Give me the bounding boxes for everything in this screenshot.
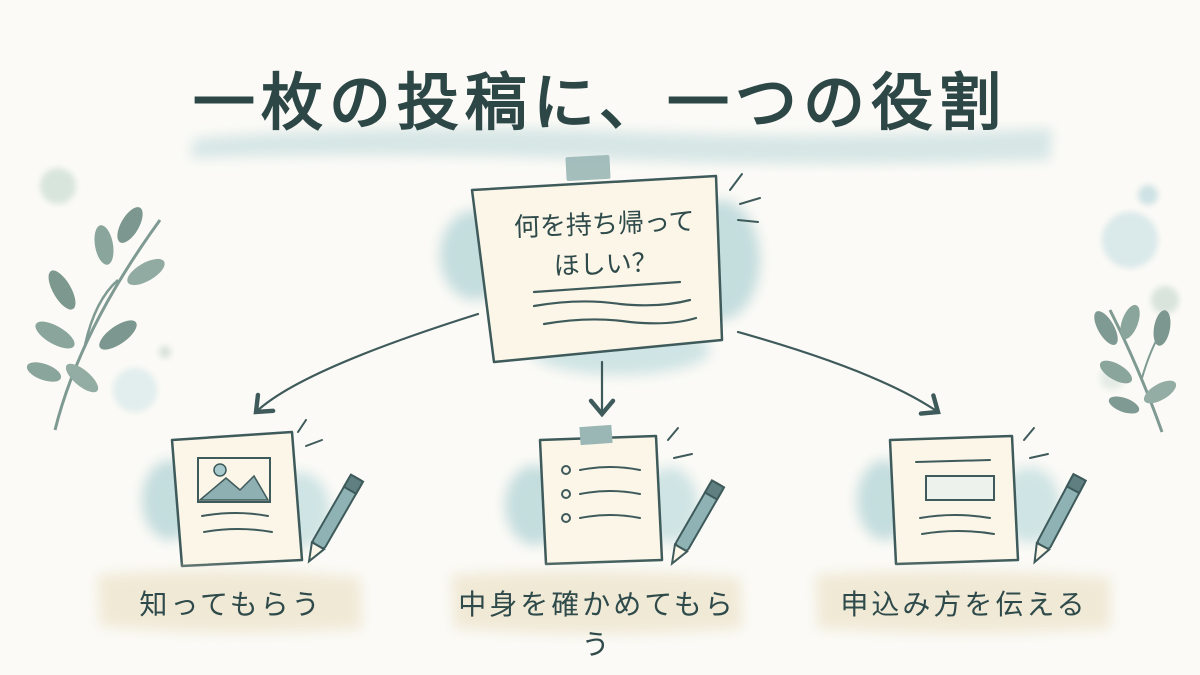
role-label-application: 申込み方を伝える bbox=[840, 588, 1088, 621]
page-title: 一枚の投稿に、一つの役割 bbox=[192, 66, 1008, 139]
role-label-awareness: 知ってもらう bbox=[139, 588, 323, 621]
role-label-contents: 中身を確かめてもらう bbox=[458, 588, 736, 661]
connector-arrows bbox=[253, 312, 941, 418]
role-card-application bbox=[857, 427, 1060, 566]
center-question: 何を持ち帰って ほしい？ bbox=[499, 201, 712, 288]
arrow-to-left bbox=[253, 312, 480, 415]
tape-strip bbox=[565, 154, 611, 182]
pen-icon-middle bbox=[670, 479, 726, 566]
pen-icon-left bbox=[307, 473, 365, 564]
role-card-contents bbox=[505, 424, 698, 566]
center-question-line2: ほしい？ bbox=[553, 248, 659, 282]
arrow-to-right bbox=[736, 330, 941, 416]
sparkle-marks bbox=[729, 173, 761, 223]
tape-strip bbox=[579, 424, 613, 446]
plant-right-illustration bbox=[1094, 304, 1177, 433]
checklist-icon bbox=[561, 465, 641, 523]
image-icon bbox=[197, 457, 271, 503]
center-question-card bbox=[470, 154, 761, 364]
plant-left-illustration bbox=[26, 207, 165, 431]
label-washes bbox=[98, 570, 1110, 634]
pen-icon-right bbox=[1033, 472, 1088, 565]
form-icon bbox=[915, 459, 995, 535]
role-card-awareness bbox=[142, 419, 330, 568]
center-question-line1: 何を持ち帰って bbox=[513, 206, 696, 244]
title-underline-wash bbox=[190, 128, 1052, 164]
text-lines bbox=[532, 280, 698, 326]
